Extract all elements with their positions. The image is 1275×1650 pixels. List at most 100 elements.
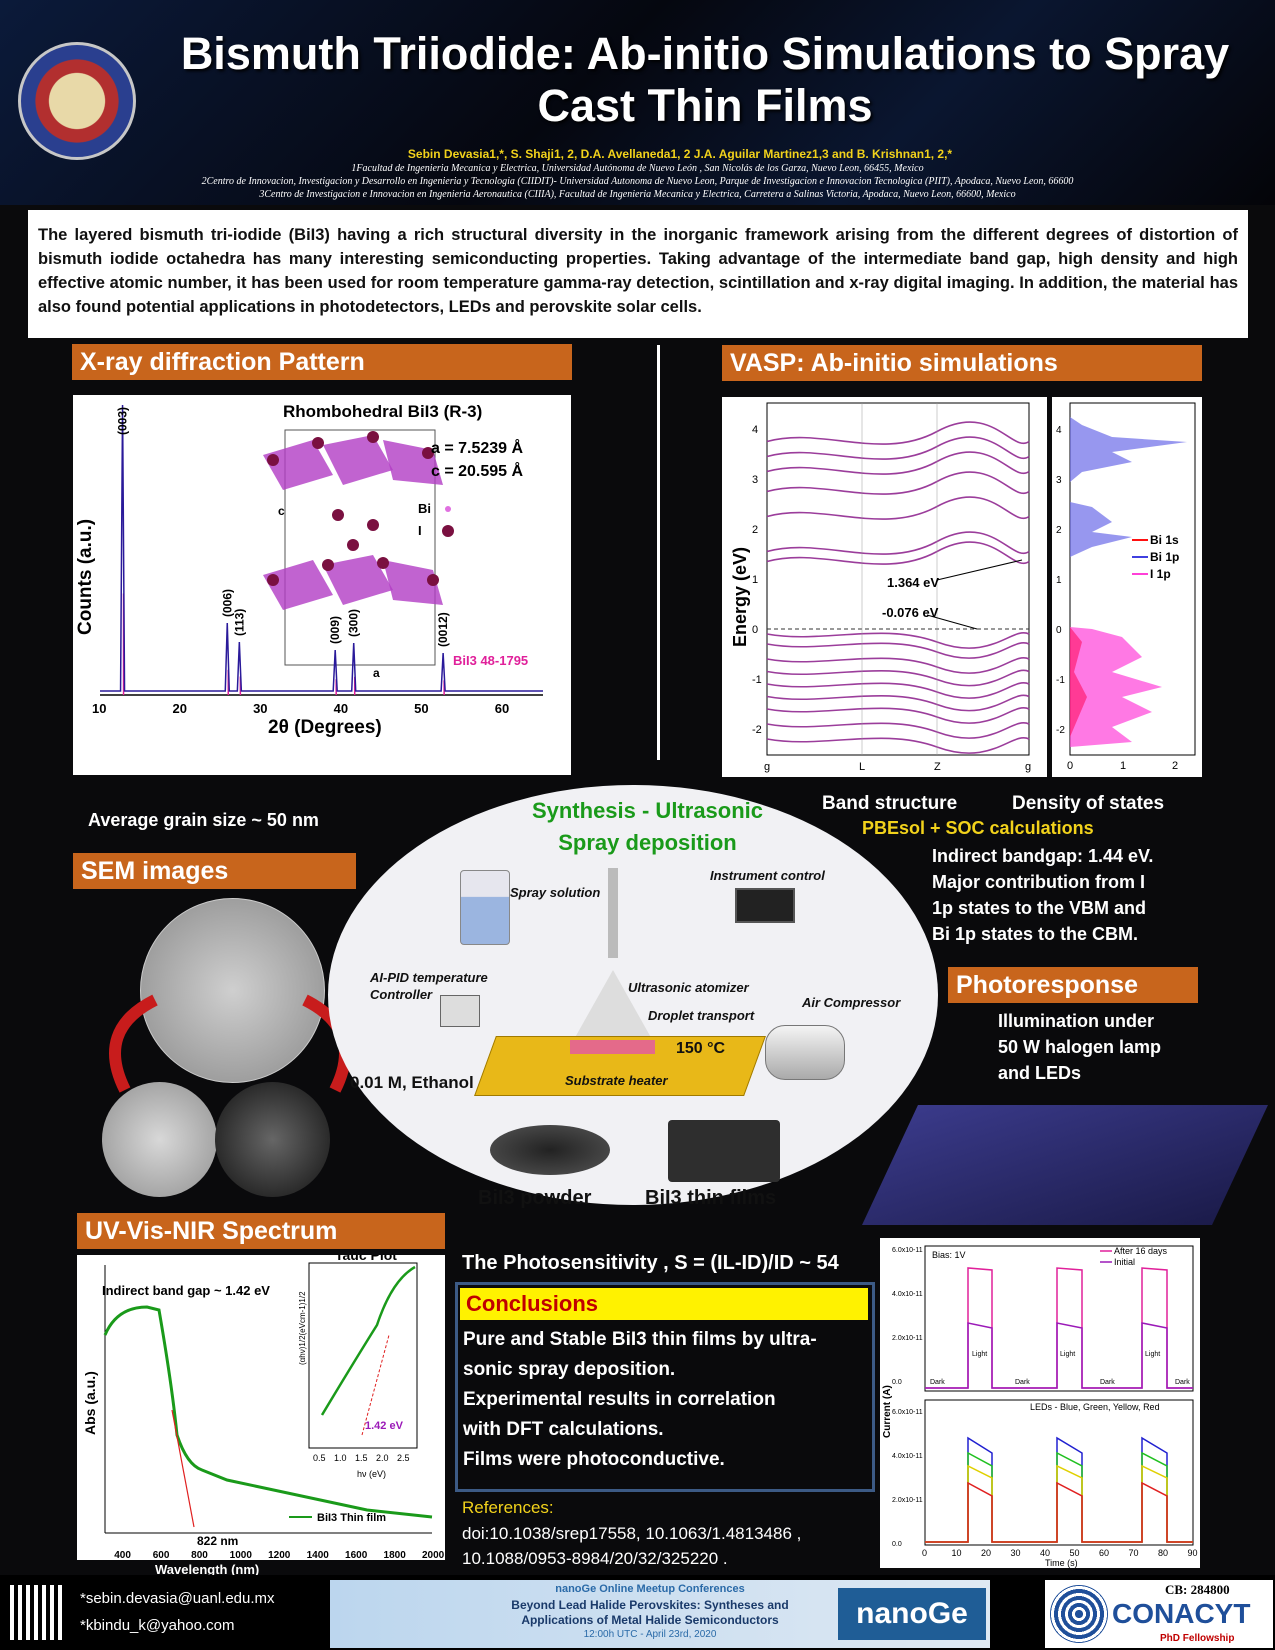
xrd-peak-label-5: (0012) [436,612,450,647]
current-red-line [925,1481,1193,1543]
photoresponse-text-2: 50 W halogen lamp [998,1037,1162,1057]
tauc-curve [320,1265,416,1416]
controller-label-1: AI-PID temperature [370,970,488,985]
band-frame [766,402,1030,756]
current-ytick-bottom-0: 6.0x10-11 [892,1409,923,1416]
current-ytick-top-2: 2.0x10-11 [892,1335,923,1342]
conacyt-name: CONACYT [1112,1598,1251,1629]
conclusion-line-3: Experimental results in correlation [463,1389,776,1410]
vasp-text-3: 1p states to the VBM and [932,898,1147,918]
xrd-xtick-2: 30 [253,701,267,716]
bii3-film-image [668,1120,780,1182]
xrd-peak-label-2: (113) [232,609,246,636]
xrd-xtick-4: 50 [414,701,428,716]
current-xtick-5: 50 [1070,1548,1080,1558]
current-xtick-2: 20 [981,1548,991,1558]
uv-xtick-2: 800 [191,1550,208,1560]
spray-solution-label: Spray solution [510,885,601,900]
tauc-extrapolation [361,1334,390,1436]
dos-i1p-fill [1070,627,1162,747]
current-xlabel: Time (s) [1045,1558,1078,1568]
valence-band-7 [766,722,1030,739]
lattice-c: c = 20.595 Å [431,461,524,480]
uv-xtick-7: 1800 [384,1550,407,1560]
axis-c-label: c [278,504,285,518]
kpoint-1: g [764,761,770,773]
xrd-xlabel: 2θ (Degrees) [268,717,382,738]
current-xtick-8: 80 [1158,1548,1168,1558]
droplet-label: Droplet transport [648,1008,755,1023]
solution-label: 0.01 M, Ethanol [350,1073,474,1092]
vbm-energy-label: -0.076 eV [882,605,939,620]
author-list: Sebin Devasia1,*, S. Shaji1, 2, D.A. Ave… [407,147,953,161]
temperature-label: 150 °C [676,1040,726,1057]
current-xtick-1: 10 [952,1548,962,1558]
uv-edge-label: 822 nm [197,1534,238,1548]
i-atom-icon [442,525,454,537]
dos-ytick-3: 1 [1056,575,1062,586]
valence-band-5 [766,694,1030,712]
pid-controller-icon [440,995,480,1027]
email-2[interactable]: *kbindu_k@yahoo.com [80,1617,235,1634]
dark-label-1: Dark [930,1379,945,1386]
lattice-a: a = 7.5239 Å [431,438,524,457]
tauc-xtick-0: 0.5 [313,1453,326,1463]
current-yellow-line [925,1464,1193,1543]
light-label-2: Light [1060,1351,1075,1358]
legend-bi1p: Bi 1p [1150,550,1179,564]
current-xtick-4: 40 [1040,1548,1050,1558]
band-ytick-1: 3 [752,474,758,486]
tauc-xlabel: hν (eV) [357,1469,386,1479]
axis-a-label: a [373,666,380,680]
uv-xtick-0: 400 [114,1550,131,1560]
sem-image-3 [215,1082,330,1197]
dark-label-4: Dark [1175,1379,1190,1386]
cbm-energy-label: 1.364 eV [887,575,939,590]
cb-number: CB: 284800 [1165,1582,1230,1597]
conacyt-logo-icon [1050,1585,1108,1643]
valence-band-0 [766,632,1030,649]
bias-label: Bias: 1V [932,1250,966,1260]
legend-after: After 16 days [1114,1246,1168,1256]
valence-band-1 [766,642,1030,659]
uv-xtick-1: 600 [153,1550,170,1560]
band-ytick-0: 4 [752,424,758,436]
uv-ylabel: Abs (a.u.) [82,1371,98,1435]
current-ylabel: Current (A) [882,1385,893,1438]
sem-section-heading: SEM images [73,853,356,889]
synthesis-title-2: Spray deposition [558,830,737,855]
tauc-xtick-1: 1.0 [334,1453,347,1463]
legend-bi-label: Bi [418,501,431,516]
current-ytick-top-1: 4.0x10-11 [892,1291,923,1298]
instrument-control-label: Instrument control [710,868,825,883]
bii3-powder-image [490,1125,610,1175]
valence-band-2 [766,657,1030,674]
dos-bi1s-fill [1070,627,1087,737]
sem-image-2 [102,1082,217,1197]
method-caption: PBEsol + SOC calculations [862,818,1094,838]
introduction-text: The layered bismuth tri-iodide (BiI3) ha… [28,210,1248,338]
uv-xtick-6: 1600 [345,1550,368,1560]
xrd-peak-label-0: (003) [116,407,130,435]
uv-xtick-3: 1000 [230,1550,253,1560]
poster-title: Bismuth Triiodide: Ab-initio Simulations… [180,28,1230,131]
qr-code-icon[interactable] [10,1585,65,1640]
uv-bandgap-text: Indirect band gap ~ 1.42 eV [102,1283,270,1298]
poster-header [0,0,1275,205]
current-initial-line [925,1322,1193,1389]
tauc-value: 1.42 eV [365,1420,404,1432]
xrd-peak-labels: (003)(006)(113)(009)(300)(0012) [116,407,451,647]
xrd-xtick-3: 40 [334,701,348,716]
current-ytick-top-0: 6.0x10-11 [892,1247,923,1254]
conference-line-3: Applications of Metal Halide Semiconduct… [521,1613,779,1627]
uv-legend: BiI3 Thin film [317,1512,386,1524]
email-1[interactable]: *sebin.devasia@uanl.edu.mx [80,1590,275,1607]
phd-fellowship: PhD Fellowship [1160,1633,1235,1644]
dos-xtick-1: 1 [1120,760,1126,772]
substrate-icon [570,1040,655,1054]
